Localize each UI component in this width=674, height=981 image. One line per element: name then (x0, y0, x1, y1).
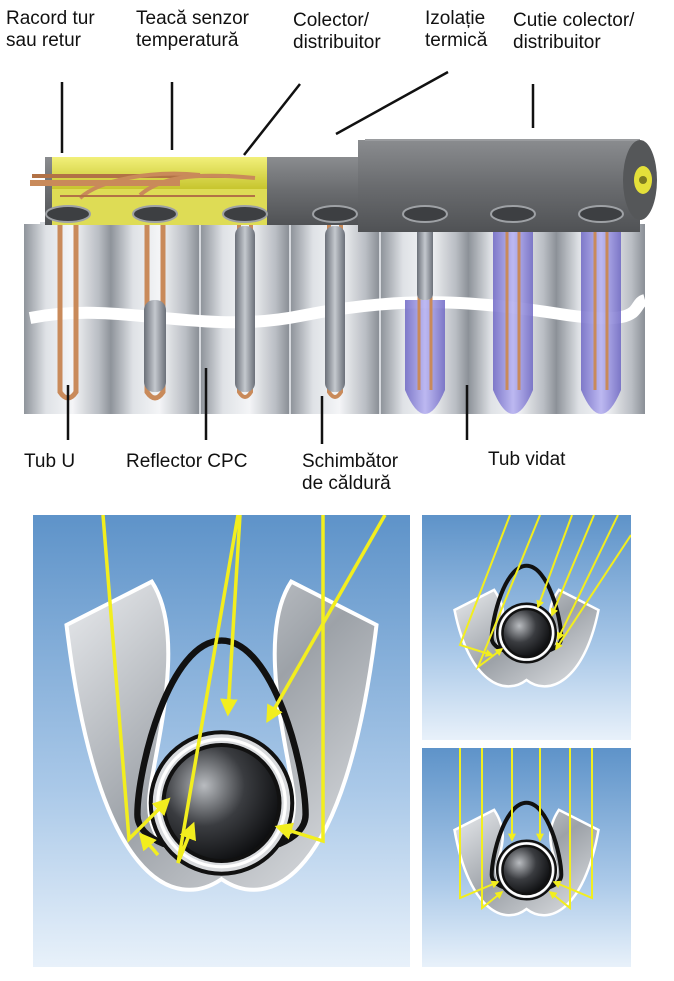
header-tube-socket (222, 205, 268, 223)
sun-ray (266, 515, 387, 724)
sun-ray (459, 748, 500, 900)
sun-ray (557, 515, 619, 641)
label-teaca-line1: Teacă senzor (136, 8, 250, 29)
sun-ray (458, 515, 511, 657)
label-reflector: Reflector CPC (126, 451, 248, 472)
label-teaca-line2: temperatură (136, 30, 239, 51)
sun-ray (481, 748, 504, 911)
sun-ray (555, 534, 631, 651)
label-schimbator-line2: de căldură (302, 473, 391, 494)
label-tub-vidat: Tub vidat (488, 449, 566, 470)
label-tub-u: Tub U (24, 451, 76, 472)
label-izolatie-line1: Izolație (425, 8, 486, 29)
header-tube-socket (490, 205, 536, 223)
sun-ray (220, 515, 242, 717)
sun-ray (548, 748, 571, 911)
header-tube-socket (45, 205, 91, 223)
solar-collector-cutaway (24, 70, 657, 444)
collector-tube (405, 212, 445, 414)
glass-tube-inner-ring (499, 605, 554, 661)
absorber-tube (501, 607, 552, 659)
sun-ray (552, 748, 593, 900)
label-teaca: Teacă senzor temperatură (136, 8, 249, 52)
label-colector-line2: distribuitor (293, 32, 381, 53)
label-schimbator: Schimbător de căldură (302, 451, 398, 495)
manifold-header (30, 139, 657, 232)
collector-tube (493, 212, 533, 414)
collector-tube (144, 212, 166, 401)
label-cutie-line2: distribuitor (513, 32, 601, 53)
label-izolatie: Izolație termică (425, 8, 487, 52)
collector-tube (325, 212, 345, 399)
leader-lines (60, 70, 535, 444)
header-tube-socket (402, 205, 448, 223)
header-tube-socket (312, 205, 358, 223)
sun-ray (176, 515, 240, 864)
label-colector: Colector/ distribuitor (293, 10, 381, 54)
label-izolatie-line2: termică (425, 30, 488, 51)
glass-tube-inner-ring (499, 842, 554, 898)
cpc-ray-diagram-oblique (422, 515, 631, 740)
label-colector-line1: Colector/ (293, 10, 370, 31)
collector-tube (235, 212, 255, 399)
label-racord: Racord tur sau retur (6, 8, 95, 52)
collector-tube (581, 212, 621, 414)
label-cutie-line1: Cutie colector/ (513, 10, 635, 31)
cpc-ray-diagram-vertical (422, 748, 631, 967)
sun-ray (138, 832, 160, 857)
label-racord-line1: Racord tur (6, 8, 95, 29)
tube-row (57, 212, 621, 414)
sun-ray (550, 515, 595, 617)
label-racord-line2: sau retur (6, 30, 81, 51)
cpc-ray-diagram-large (33, 515, 410, 967)
label-cutie: Cutie colector/ distribuitor (513, 10, 634, 54)
sun-ray (101, 515, 171, 843)
label-schimbator-line1: Schimbător (302, 451, 399, 472)
header-tube-socket (578, 205, 624, 223)
sun-ray (536, 515, 573, 609)
sun-ray (475, 515, 541, 670)
absorber-tube (501, 844, 552, 896)
header-tube-socket (132, 205, 178, 223)
